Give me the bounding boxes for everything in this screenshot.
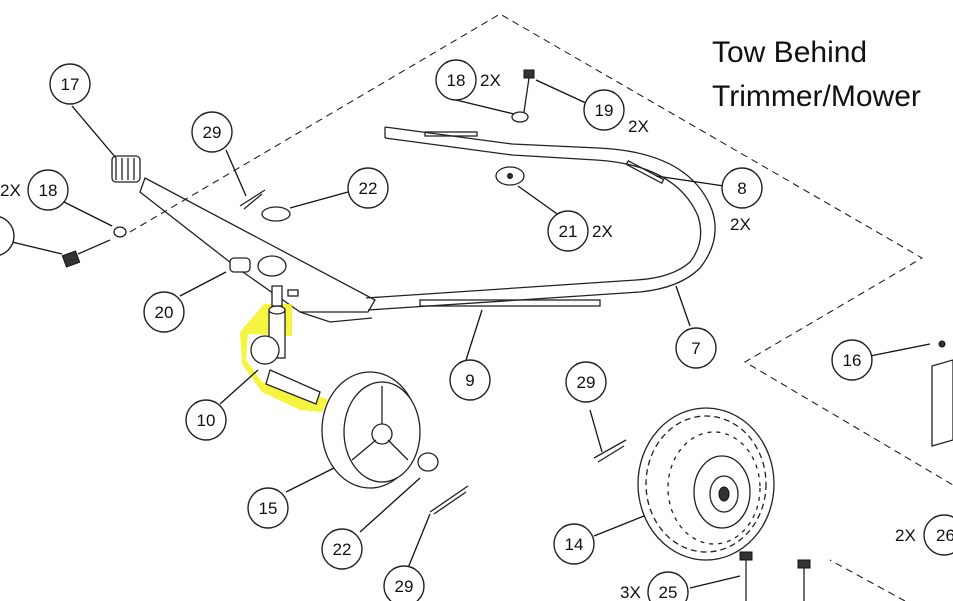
svg-text:7: 7 <box>691 339 700 358</box>
washer-part-22-top <box>261 206 291 222</box>
main-frame-tube <box>365 126 716 311</box>
assembly-boundary-line <box>129 13 953 486</box>
highlight-overlay <box>240 304 328 412</box>
tow-tongue <box>139 177 376 323</box>
svg-text:8: 8 <box>737 179 746 198</box>
callout-20: 20 <box>143 291 185 333</box>
qty-25: 3X <box>620 583 641 601</box>
clevis-pin-part-20 <box>229 255 287 277</box>
callout-25: 25 <box>647 571 689 601</box>
callout-8: 8 <box>721 167 763 209</box>
svg-text:29: 29 <box>203 123 222 142</box>
washer-21-hole <box>507 173 513 179</box>
bolt-part-25 <box>739 551 811 601</box>
qty-8: 2X <box>730 215 751 234</box>
svg-text:15: 15 <box>259 499 278 518</box>
svg-text:17: 17 <box>61 75 80 94</box>
wheel-area-boundary-line <box>829 559 906 601</box>
cotter-pin-29-top <box>239 189 266 210</box>
callout-10: 10 <box>185 399 227 441</box>
callout-18-left: 18 <box>27 169 69 211</box>
diagram-title-line-2: Trimmer/Mower <box>712 80 921 113</box>
grip-part-17 <box>111 155 141 183</box>
qty-19: 2X <box>628 117 649 136</box>
caster-wheel-part-15 <box>321 371 421 489</box>
callout-21: 21 <box>547 210 589 252</box>
washer-part-18-top <box>511 111 529 123</box>
svg-text:22: 22 <box>359 179 378 198</box>
svg-text:20: 20 <box>155 303 174 322</box>
svg-text:21: 21 <box>559 222 578 241</box>
callout-22-bottom: 22 <box>321 528 363 570</box>
callout-19: 19 <box>583 89 625 131</box>
callout-18-top: 18 <box>435 59 477 101</box>
svg-text:18: 18 <box>447 71 466 90</box>
callout-16: 16 <box>831 339 873 381</box>
qty-18-left: 2X <box>0 181 21 200</box>
cotter-pin-29-tire <box>593 439 627 463</box>
cotter-pin-29-wheel <box>429 485 469 515</box>
svg-text:14: 14 <box>565 535 584 554</box>
caster-spindle-part-10 <box>240 285 328 412</box>
callout-partial-left <box>0 216 15 256</box>
svg-text:10: 10 <box>197 411 216 430</box>
leader-lines <box>11 79 931 589</box>
svg-text:25: 25 <box>659 583 678 601</box>
svg-text:9: 9 <box>465 371 474 390</box>
svg-text:29: 29 <box>395 577 414 596</box>
svg-text:26: 26 <box>936 526 953 545</box>
callout-29-top: 29 <box>191 111 233 153</box>
tire-part-14 <box>637 407 775 561</box>
callout-26: 26 <box>923 514 953 556</box>
qty-18-top: 2X <box>480 71 501 90</box>
callout-14: 14 <box>553 523 595 565</box>
callout-17: 17 <box>49 63 91 105</box>
svg-text:29: 29 <box>577 373 596 392</box>
diagram-title-line-1: Tow Behind <box>712 36 868 69</box>
washer-part-18-left <box>113 226 127 238</box>
qty-21: 2X <box>592 222 613 241</box>
callout-9: 9 <box>449 359 491 401</box>
qty-26: 2X <box>895 526 916 545</box>
svg-text:18: 18 <box>39 181 58 200</box>
svg-text:19: 19 <box>595 101 614 120</box>
callout-7: 7 <box>675 327 717 369</box>
svg-text:16: 16 <box>843 351 862 370</box>
callout-15: 15 <box>247 487 289 529</box>
callout-22-top: 22 <box>347 167 389 209</box>
washer-part-22-wheel <box>417 452 439 472</box>
svg-text:22: 22 <box>333 540 352 559</box>
callout-29-bottom: 29 <box>383 565 425 601</box>
engine-box-partial <box>931 340 953 447</box>
callout-29-right: 29 <box>565 361 607 403</box>
bolt-left <box>61 239 111 268</box>
bolt-part-19 <box>523 69 535 113</box>
